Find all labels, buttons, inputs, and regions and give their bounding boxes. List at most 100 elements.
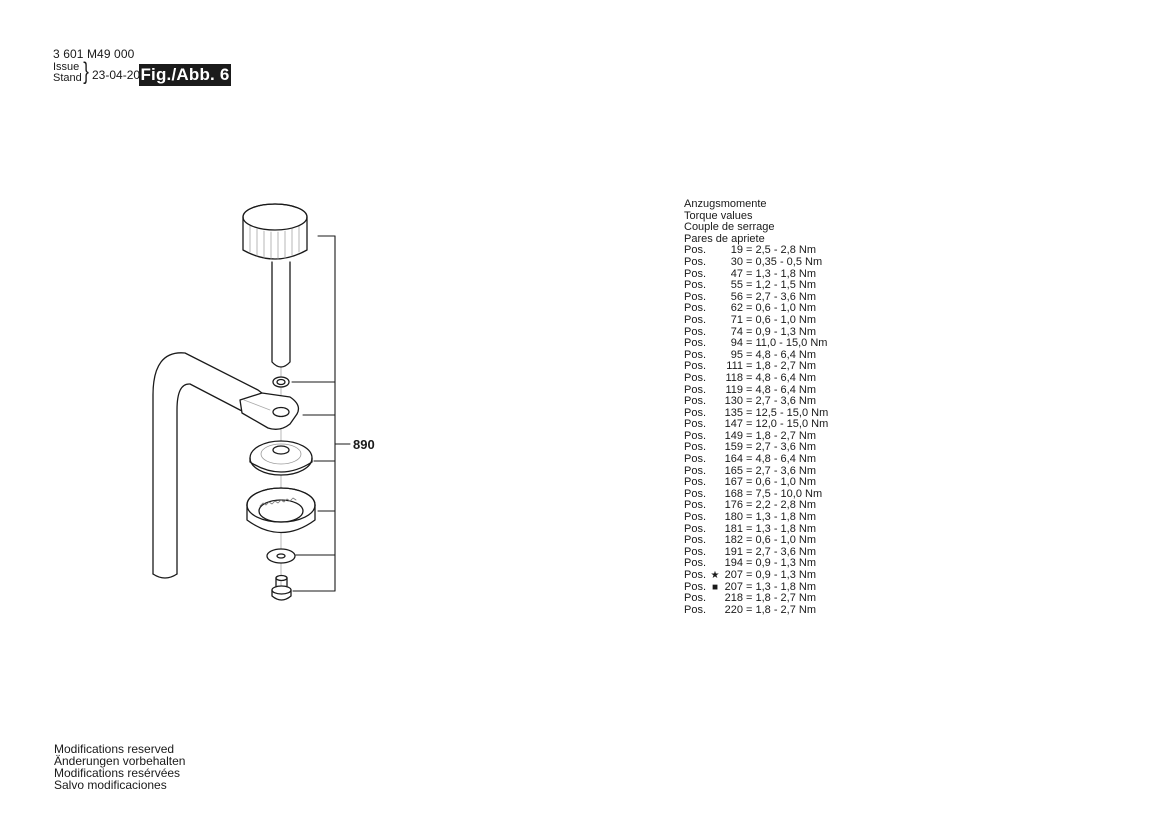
heading-de: Anzugsmomente xyxy=(684,198,767,210)
row-marker-icon xyxy=(710,419,720,431)
row-marker-icon xyxy=(710,500,720,512)
position-number: 111 xyxy=(726,360,743,373)
pos-prefix: Pos. xyxy=(684,267,707,280)
row-marker-icon xyxy=(710,280,720,292)
position-number: 207 xyxy=(724,580,743,593)
torque-row: Pos. ■ 207= 1,3 - 1,8 Nm xyxy=(684,580,828,594)
row-marker-icon xyxy=(710,315,720,327)
row-marker-icon xyxy=(710,373,720,385)
pos-prefix: Pos. xyxy=(684,406,707,419)
pos-prefix: Pos. xyxy=(684,348,707,361)
torque-row: Pos. 168= 7,5 - 10,0 Nm xyxy=(684,487,828,501)
pos-prefix: Pos. xyxy=(684,522,707,535)
stand-label: Stand xyxy=(53,72,82,84)
pos-prefix: Pos. xyxy=(684,279,707,292)
pos-prefix: Pos. xyxy=(684,371,707,384)
torque-value: = 7,5 - 10,0 Nm xyxy=(746,487,823,500)
torque-value: = 0,6 - 1,0 Nm xyxy=(746,313,817,326)
row-marker-icon xyxy=(710,361,720,373)
row-marker-icon xyxy=(710,408,720,420)
pos-prefix: Pos. xyxy=(684,302,707,315)
pos-prefix: Pos. xyxy=(684,511,707,524)
row-marker-icon xyxy=(710,454,720,466)
torque-row: Pos.62= 0,6 - 1,0 Nm xyxy=(684,303,828,315)
torque-row: Pos.194= 0,9 - 1,3 Nm xyxy=(684,558,828,570)
position-number: 119 xyxy=(725,383,743,396)
torque-value: = 11,0 - 15,0 Nm xyxy=(746,337,828,350)
position-number: 218 xyxy=(724,592,743,605)
row-marker-icon xyxy=(710,396,720,408)
position-number: 47 xyxy=(730,267,743,280)
torque-row: Pos.220= 1,8 - 2,7 Nm xyxy=(684,603,828,617)
torque-value: = 1,8 - 2,7 Nm xyxy=(746,603,817,616)
row-marker-icon xyxy=(710,327,720,339)
torque-row: Pos.181= 1,3 - 1,8 Nm xyxy=(684,522,828,536)
position-number: 56 xyxy=(730,290,743,303)
row-marker-icon xyxy=(710,605,720,617)
position-number: 167 xyxy=(724,476,743,489)
torque-row: Pos.118= 4,8 - 6,4 Nm xyxy=(684,371,828,385)
torque-value: = 2,7 - 3,6 Nm xyxy=(746,464,817,477)
row-marker-icon xyxy=(710,431,720,443)
pos-prefix: Pos. xyxy=(684,360,707,373)
pos-prefix: Pos. xyxy=(684,453,707,466)
torque-value: = 1,3 - 1,8 Nm xyxy=(746,522,817,535)
pos-prefix: Pos. xyxy=(684,603,707,616)
pos-prefix: Pos. xyxy=(684,580,707,593)
torque-value: = 4,8 - 6,4 Nm xyxy=(746,453,817,466)
torque-value: = 4,8 - 6,4 Nm xyxy=(746,371,817,384)
position-number: 168 xyxy=(724,487,743,500)
torque-value: = 1,3 - 1,8 Nm xyxy=(746,580,817,593)
torque-value: = 1,8 - 2,7 Nm xyxy=(746,429,817,442)
position-number: 94 xyxy=(730,337,743,350)
row-marker-icon xyxy=(710,385,720,397)
torque-value: = 0,35 - 0,5 Nm xyxy=(746,255,823,268)
pos-prefix: Pos. xyxy=(684,557,707,570)
torque-value: = 12,5 - 15,0 Nm xyxy=(746,406,829,419)
row-marker-icon xyxy=(710,338,720,350)
torque-value: = 1,3 - 1,8 Nm xyxy=(746,511,817,524)
pos-prefix: Pos. xyxy=(684,487,707,500)
position-number: 55 xyxy=(730,279,743,292)
pos-prefix: Pos. xyxy=(684,569,707,581)
pos-prefix: Pos. xyxy=(684,592,707,605)
pos-prefix: Pos. xyxy=(684,244,707,257)
position-number: 182 xyxy=(724,534,743,547)
torque-value: = 4,8 - 6,4 Nm xyxy=(746,348,817,361)
row-marker-icon xyxy=(710,593,720,605)
torque-row: Pos. 55= 1,2 - 1,5 Nm xyxy=(684,280,828,292)
torque-row: Pos.159= 2,7 - 3,6 Nm xyxy=(684,442,828,454)
issue-label: Issue xyxy=(53,61,80,73)
pos-prefix: Pos. xyxy=(684,313,707,326)
footer-line: Modifications reserved xyxy=(54,742,175,756)
position-number: 147 xyxy=(724,418,743,431)
position-number: 149 xyxy=(724,429,743,442)
row-marker-icon xyxy=(710,269,720,281)
footer-line: Modifications resérvées xyxy=(54,766,181,780)
position-number: 165 xyxy=(724,464,743,477)
heading-fr: Couple de serrage xyxy=(684,221,775,234)
torque-value: = 0,9 - 1,3 Nm xyxy=(746,325,817,338)
row-marker-icon xyxy=(710,466,720,478)
pos-prefix: Pos. xyxy=(684,441,707,454)
pos-prefix: Pos. xyxy=(684,337,707,350)
torque-value: = 1,8 - 2,7 Nm xyxy=(746,360,817,373)
pos-prefix: Pos. xyxy=(684,499,707,512)
row-marker-icon xyxy=(710,303,720,315)
heading-es: Pares de apriete xyxy=(684,232,765,245)
heading-en: Torque values xyxy=(684,209,753,222)
torque-row: Pos.176= 2,2 - 2,8 Nm xyxy=(684,500,828,512)
torque-value: = 1,2 - 1,5 Nm xyxy=(746,279,817,292)
torque-row: Pos. 94= 11,0 - 15,0 Nm xyxy=(684,338,828,350)
row-marker-icon: ■ xyxy=(711,581,719,593)
pos-prefix: Pos. xyxy=(684,464,707,477)
position-number: 180 xyxy=(724,511,743,524)
pos-prefix: Pos. xyxy=(684,395,707,408)
row-marker-icon xyxy=(710,292,720,304)
pos-prefix: Pos. xyxy=(684,545,707,558)
torque-value: = 2,7 - 3,6 Nm xyxy=(746,395,817,408)
position-number: 191 xyxy=(724,545,743,558)
assembly-label-890: 890 xyxy=(353,437,375,452)
